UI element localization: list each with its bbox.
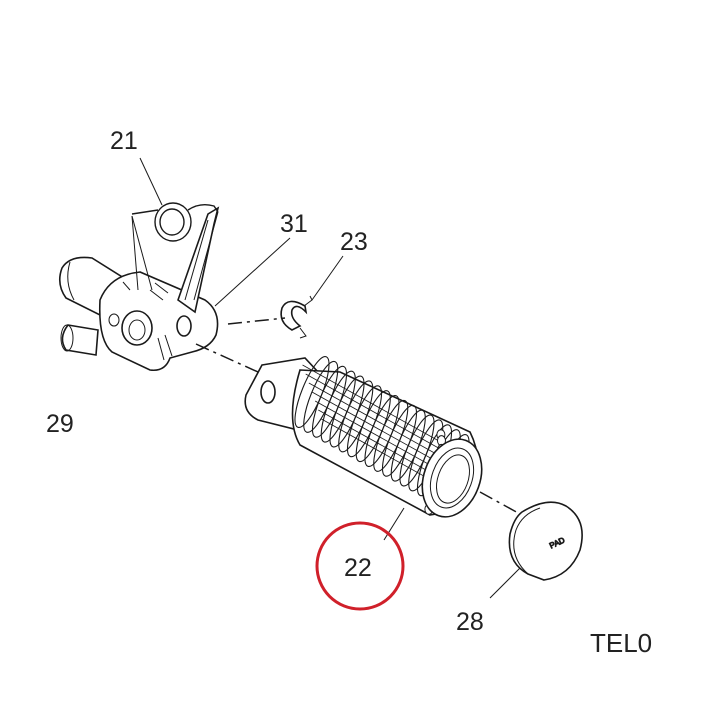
callout-22: 22 <box>344 554 372 582</box>
callout-29: 29 <box>46 410 74 438</box>
footrest-peg <box>244 356 483 518</box>
drawing-code: TEL0 <box>590 628 652 658</box>
knurl-line <box>305 373 446 453</box>
highlight-circle <box>315 521 405 611</box>
assembly-axes <box>195 317 521 515</box>
callout-31: 31 <box>280 210 308 238</box>
knurl-line <box>311 391 453 471</box>
knurl-line <box>302 364 443 444</box>
callout-23: 23 <box>340 228 368 256</box>
spring-clip <box>131 202 219 301</box>
footrest-bracket <box>58 206 220 372</box>
callout-21: 21 <box>110 127 138 155</box>
knurl-line <box>308 382 450 462</box>
end-cap: PAD <box>508 501 583 581</box>
callout-28: 28 <box>456 608 484 636</box>
e-clip <box>280 295 313 339</box>
